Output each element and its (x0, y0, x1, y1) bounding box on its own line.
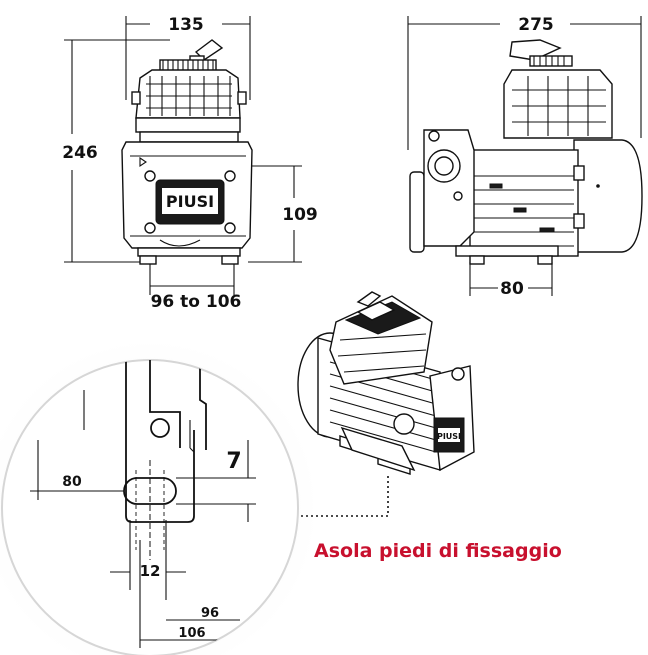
side-view: 275 80 (407, 15, 643, 299)
detail-hole-span-max-dim: 106 (178, 626, 205, 641)
front-view: 135 246 109 96 to 106 (62, 15, 318, 312)
side-base-dim: 80 (500, 279, 524, 299)
detail-caption: Asola piedi di fissaggio (314, 540, 562, 562)
side-lever (509, 39, 562, 61)
side-length-dim: 275 (518, 15, 554, 35)
front-width-dim: 135 (168, 15, 204, 35)
detail-hole-span-min-dim: 96 (201, 606, 219, 621)
detail-slot-offset-dim: 7 (226, 449, 241, 474)
right-foot (221, 255, 239, 265)
detail-slot-height-dim: 80 (62, 474, 82, 490)
isometric-view: PIUSI (297, 291, 475, 475)
left-foot (139, 255, 157, 265)
detail-magnifier: 80 7 12 96 106 (0, 340, 318, 655)
detail-slot-width-dim: 12 (140, 562, 161, 580)
pump-cover (135, 69, 241, 119)
motor-body (573, 139, 643, 253)
iso-logo-text: PIUSI (437, 432, 461, 441)
front-height-dim: 246 (62, 143, 98, 163)
front-axis-height-dim: 109 (282, 205, 318, 225)
leader-line (292, 476, 389, 517)
piusi-logo-text: PIUSI (166, 192, 214, 211)
front-base-width-dim: 96 to 106 (151, 292, 242, 312)
